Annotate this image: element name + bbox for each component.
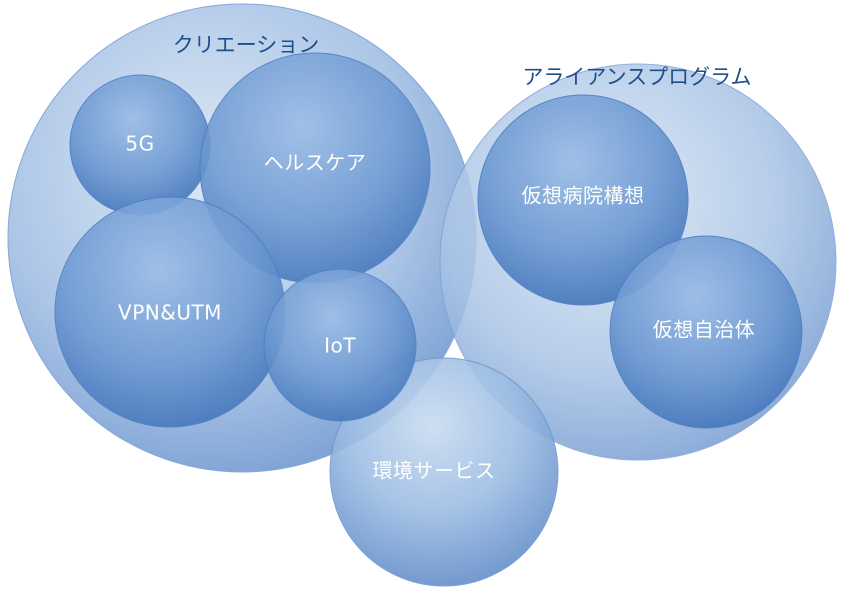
iot-label: IoT xyxy=(324,334,356,358)
vpn-label: VPN&UTM xyxy=(118,301,222,325)
healthcare-label: ヘルスケア xyxy=(264,151,367,175)
environment-bubble xyxy=(329,357,559,587)
hospital-bubble xyxy=(477,94,689,306)
hospital-label: 仮想病院構想 xyxy=(522,184,645,208)
iot-bubble xyxy=(263,268,417,422)
environment-label: 環境サービス xyxy=(373,459,496,483)
fiveg-label: 5G xyxy=(125,132,154,156)
municipality-bubble xyxy=(609,235,803,429)
municipality-label: 仮想自治体 xyxy=(653,318,756,342)
creation-group-label: クリエーション xyxy=(173,33,320,57)
alliance-group-label: アライアンスプログラム xyxy=(522,65,751,89)
